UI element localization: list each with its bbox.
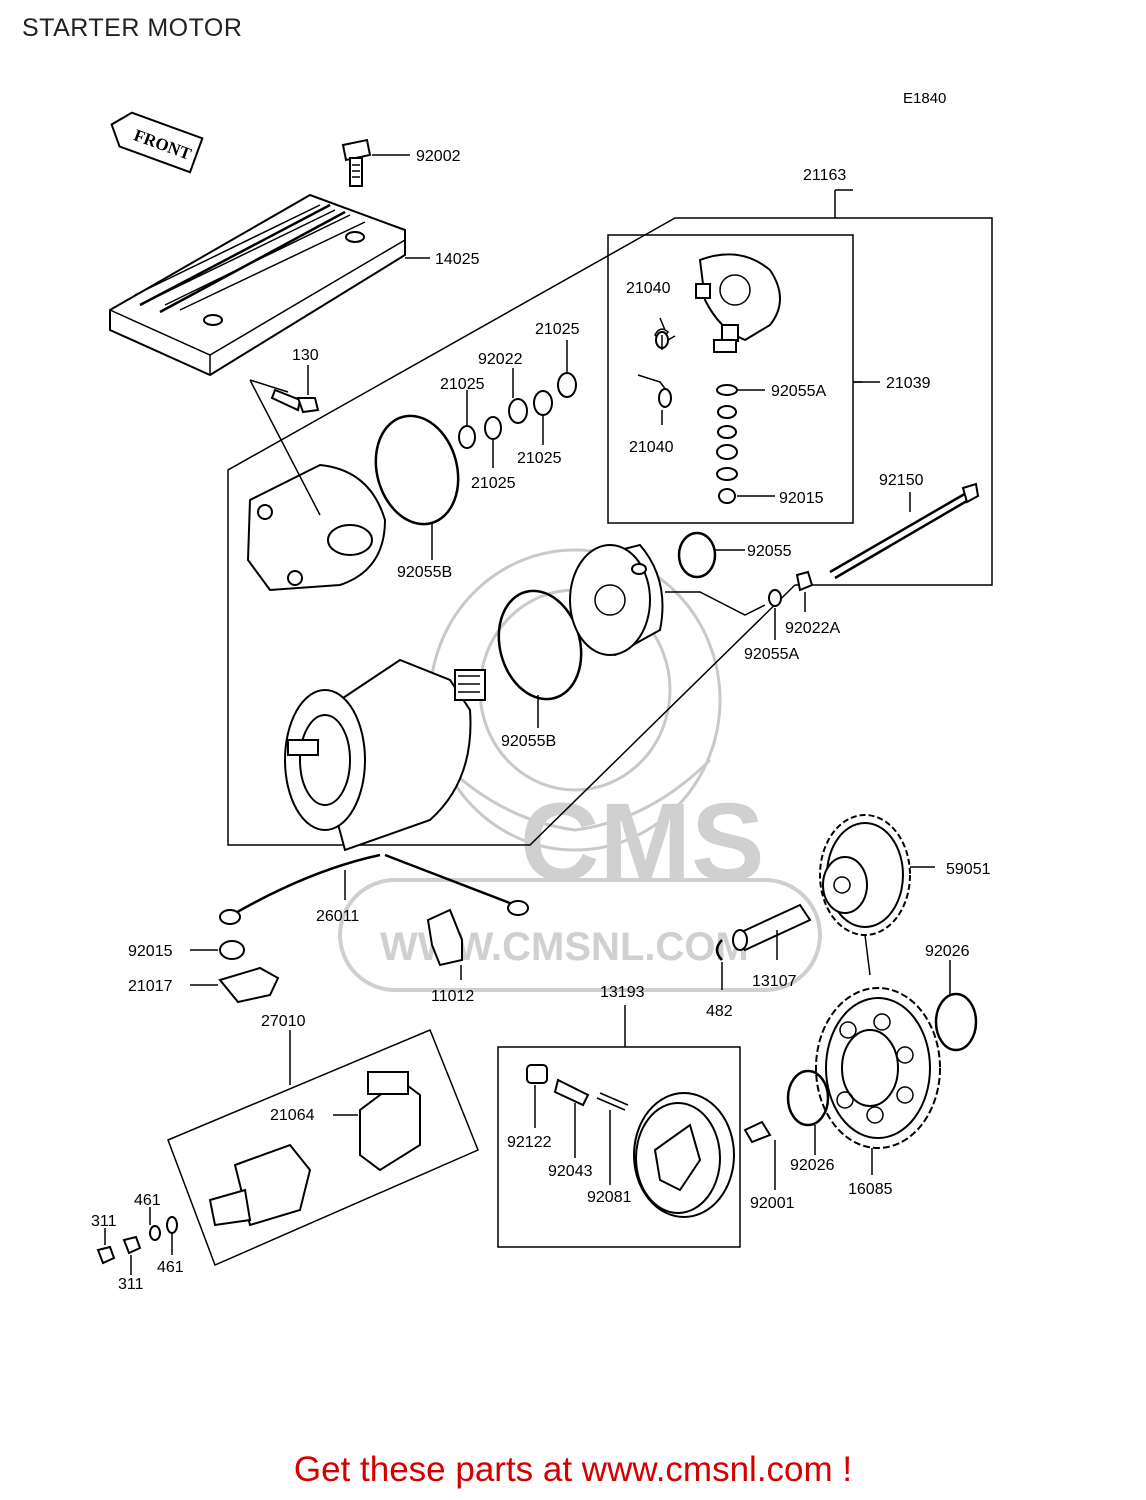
label-21039: 21039 xyxy=(886,375,931,392)
label-21025-c: 21025 xyxy=(517,450,562,467)
label-482: 482 xyxy=(706,1003,733,1020)
bolt-92002 xyxy=(341,138,372,187)
washer-461-a xyxy=(149,1225,161,1241)
label-92055B-top: 92055B xyxy=(397,564,452,581)
washer-92026-right xyxy=(934,992,978,1052)
label-92026-right: 92026 xyxy=(925,943,970,960)
label-461-top: 461 xyxy=(134,1192,161,1209)
cap-11012 xyxy=(426,908,463,967)
lead-wire-26011 xyxy=(219,853,529,925)
label-21163: 21163 xyxy=(803,167,846,184)
spring-21040-bottom xyxy=(637,374,672,408)
label-311-top: 311 xyxy=(91,1213,117,1230)
label-92001: 92001 xyxy=(750,1195,795,1212)
o-ring-92055 xyxy=(677,531,717,579)
assembly-outline-21163 xyxy=(227,190,993,846)
nut-92015-lower xyxy=(219,940,245,960)
label-21025-a: 21025 xyxy=(535,321,580,338)
long-bolt-92150 xyxy=(829,482,980,580)
diagram-reference-code: E1840 xyxy=(903,90,947,107)
roller-92122 xyxy=(526,1064,548,1084)
pin-92043 xyxy=(553,1078,590,1107)
relay-21064 xyxy=(359,1071,421,1172)
label-92122: 92122 xyxy=(507,1134,552,1151)
label-92022A: 92022A xyxy=(785,620,840,637)
spring-21040-top xyxy=(654,317,676,349)
footer-promo-text: Get these parts at www.cmsnl.com ! xyxy=(293,1450,853,1489)
label-26011: 26011 xyxy=(316,908,359,925)
one-way-clutch xyxy=(633,1092,735,1218)
label-21025-b: 21025 xyxy=(440,376,485,393)
washer-series-21025-92022 xyxy=(458,372,577,449)
terminal-cap-21017 xyxy=(218,966,280,1004)
nut-311-a xyxy=(96,1245,116,1265)
label-461-bottom: 461 xyxy=(157,1259,184,1276)
label-92055A-top: 92055A xyxy=(771,383,826,400)
front-end-cover xyxy=(246,379,387,592)
label-92015-top: 92015 xyxy=(779,490,824,507)
label-92015-bottom: 92015 xyxy=(128,943,173,960)
part-number-labels: 92002 14025 21163 130 21040 21040 21039 … xyxy=(91,148,991,1293)
label-13193: 13193 xyxy=(600,984,645,1001)
brush-plate xyxy=(695,253,781,353)
label-21064: 21064 xyxy=(270,1107,315,1124)
rear-end-plate xyxy=(568,543,664,657)
sprocket-16085 xyxy=(815,987,941,1149)
label-21040-top: 21040 xyxy=(626,280,671,297)
label-14025: 14025 xyxy=(435,251,480,268)
nut-92022A xyxy=(795,570,814,592)
label-21017: 21017 xyxy=(128,978,173,995)
bolt-92001 xyxy=(743,1120,772,1144)
washer-92055A xyxy=(768,589,782,607)
front-arrow: FRONT xyxy=(110,111,204,174)
washer-92026-left xyxy=(786,1069,830,1127)
label-130: 130 xyxy=(292,347,319,364)
label-16085: 16085 xyxy=(848,1181,893,1198)
brush-holder-box-21039 xyxy=(607,234,854,524)
label-92026-left: 92026 xyxy=(790,1157,835,1174)
spring-92081 xyxy=(596,1092,629,1111)
label-92081: 92081 xyxy=(587,1189,632,1206)
label-92055B-bottom: 92055B xyxy=(501,733,556,750)
label-92055: 92055 xyxy=(747,543,792,560)
circlip-482 xyxy=(715,939,723,961)
page-title: STARTER MOTOR xyxy=(22,14,243,42)
label-311-bottom: 311 xyxy=(118,1276,144,1293)
label-59051: 59051 xyxy=(946,861,991,878)
sprocket-59051 xyxy=(819,814,911,936)
label-27010: 27010 xyxy=(261,1013,306,1030)
solenoid xyxy=(208,1143,312,1227)
label-13107: 13107 xyxy=(752,973,797,990)
clutch-box-13193 xyxy=(497,1046,741,1248)
label-92043: 92043 xyxy=(548,1163,593,1180)
label-92002: 92002 xyxy=(416,148,461,165)
nut-311-b xyxy=(122,1235,142,1255)
label-21040-bottom: 21040 xyxy=(629,439,674,456)
watermark-logo-text: CMS xyxy=(520,781,764,904)
label-11012: 11012 xyxy=(431,988,474,1005)
relay-box-27010 xyxy=(167,1029,479,1267)
label-21025-d: 21025 xyxy=(471,475,516,492)
bolt-130 xyxy=(270,388,320,414)
starter-cover-14025 xyxy=(109,193,406,377)
o-ring-92055B-top xyxy=(374,414,460,526)
label-92055A-bottom: 92055A xyxy=(744,646,799,663)
terminal-washer-stack xyxy=(716,384,738,504)
label-92022: 92022 xyxy=(478,351,523,368)
label-92150: 92150 xyxy=(879,472,924,489)
starter-motor-body xyxy=(284,658,486,852)
washer-461-b xyxy=(166,1216,178,1234)
